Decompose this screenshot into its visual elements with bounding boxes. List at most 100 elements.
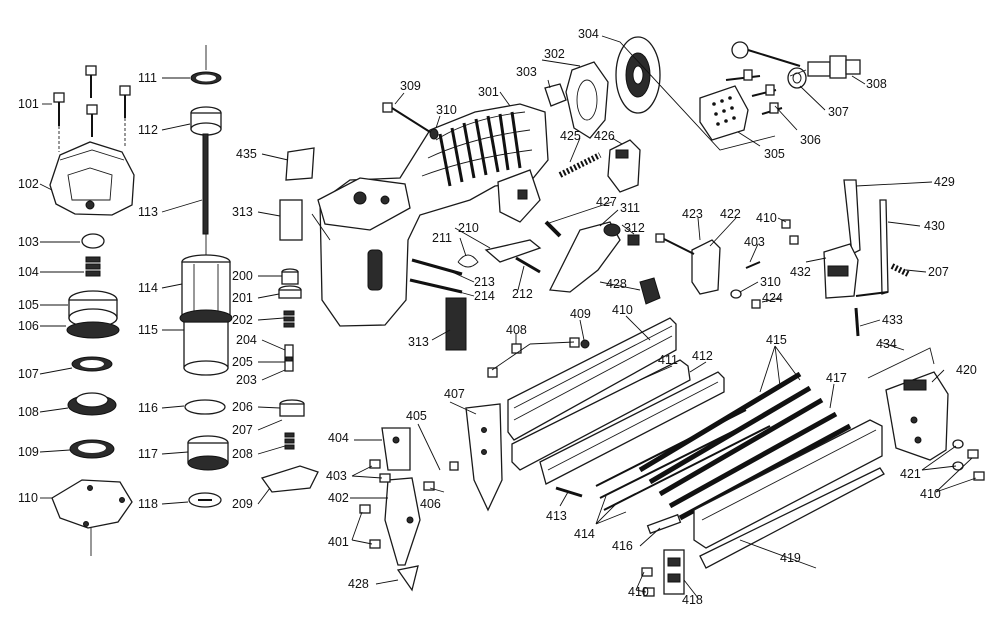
plug-428-upper — [639, 277, 661, 305]
part-label: 406 — [420, 497, 441, 511]
screw-101-c — [86, 104, 98, 137]
piston-group — [179, 45, 233, 508]
part-label: 117 — [138, 447, 158, 461]
rail-411 — [511, 359, 691, 471]
part-label: 410 — [612, 303, 633, 317]
part-label: 416 — [612, 539, 633, 553]
housing-group — [279, 36, 861, 351]
trigger-209 — [260, 465, 319, 493]
part-label: 108 — [18, 405, 39, 419]
part-label: 412 — [692, 349, 713, 363]
part-label: 308 — [866, 77, 887, 91]
part-label: 104 — [18, 265, 39, 279]
trigger-valve-group — [260, 268, 319, 493]
part-label: 433 — [882, 313, 903, 327]
part-label: 426 — [594, 129, 615, 143]
driver-blade-113 — [202, 133, 209, 235]
label-313-upper — [279, 199, 303, 241]
part-label: 404 — [328, 431, 349, 445]
part-label: 105 — [18, 298, 39, 312]
part-label: 210 — [458, 221, 479, 235]
latch-426 — [607, 139, 641, 193]
part-label: 209 — [232, 497, 253, 511]
filter-305 — [699, 85, 749, 141]
part-label: 208 — [232, 447, 253, 461]
part-label: 402 — [328, 491, 349, 505]
part-label: 409 — [570, 307, 591, 321]
plate-416 — [646, 513, 682, 535]
spring-208 — [284, 432, 295, 450]
valve-201 — [278, 289, 302, 299]
part-label: 310 — [436, 103, 457, 117]
allen-key-434 — [867, 347, 935, 379]
valve-seat-108 — [67, 392, 117, 416]
part-label: 102 — [18, 177, 39, 191]
part-label: 411 — [658, 353, 678, 367]
end-cap-420 — [885, 371, 949, 461]
part-label: 304 — [578, 27, 599, 41]
part-label: 116 — [138, 401, 158, 415]
part-label: 118 — [138, 497, 158, 511]
label-313-lower — [445, 297, 467, 351]
part-label: 107 — [18, 367, 39, 381]
pin-413 — [555, 486, 583, 498]
part-label: 408 — [506, 323, 527, 337]
part-label: 302 — [544, 47, 565, 61]
part-label: 419 — [780, 551, 801, 565]
part-label: 405 — [406, 409, 427, 423]
part-label: 115 — [138, 323, 158, 337]
part-label: 307 — [828, 105, 849, 119]
bracket-422 — [691, 239, 721, 295]
pin-212 — [515, 256, 541, 274]
part-label: 204 — [236, 333, 257, 347]
screw-101-d — [119, 85, 131, 148]
block-303 — [544, 83, 567, 107]
part-label: 425 — [560, 129, 581, 143]
part-label: 306 — [800, 133, 821, 147]
air-fitting-308 — [731, 41, 861, 79]
part-label: 207 — [928, 265, 949, 279]
part-label: 313 — [408, 335, 429, 349]
top-cap-group — [49, 65, 135, 556]
guide-429 — [843, 179, 861, 255]
part-label: 430 — [924, 219, 945, 233]
screw-101-b — [85, 65, 97, 98]
valve-200 — [281, 271, 299, 285]
part-label: 415 — [766, 333, 787, 347]
bumper-103 — [81, 233, 105, 249]
spring-104 — [85, 256, 101, 277]
part-label: 403 — [744, 235, 765, 249]
plug-428-lower — [396, 565, 419, 592]
rail-417 — [693, 419, 883, 549]
part-label: 407 — [444, 387, 465, 401]
nut-312 — [627, 234, 640, 246]
bracket-404 — [381, 427, 411, 471]
part-label: 206 — [232, 400, 253, 414]
part-label: 435 — [236, 147, 257, 161]
plate-407 — [465, 403, 503, 512]
top-cap-102 — [49, 141, 135, 216]
part-label: 114 — [138, 281, 158, 295]
part-label: 313 — [232, 205, 253, 219]
part-label: 303 — [516, 65, 537, 79]
part-label: 203 — [236, 373, 257, 387]
part-label: 427 — [596, 195, 617, 209]
part-label: 414 — [574, 527, 595, 541]
washer-310 — [429, 128, 439, 140]
pin-433 — [854, 307, 860, 337]
part-label: 301 — [478, 85, 499, 99]
side-cover-311 — [548, 221, 621, 293]
screw-101-a — [53, 92, 65, 152]
part-label: 211 — [432, 231, 452, 245]
screws-306 — [725, 69, 783, 115]
part-label: 312 — [624, 221, 645, 235]
grip-ribs — [438, 111, 522, 187]
rail-419 — [699, 467, 885, 569]
part-label: 202 — [232, 313, 253, 327]
leader-lines — [39, 35, 977, 599]
spring-202 — [283, 310, 295, 328]
part-label: 428 — [606, 277, 627, 291]
part-label: 214 — [474, 289, 495, 303]
part-label: 417 — [826, 371, 847, 385]
